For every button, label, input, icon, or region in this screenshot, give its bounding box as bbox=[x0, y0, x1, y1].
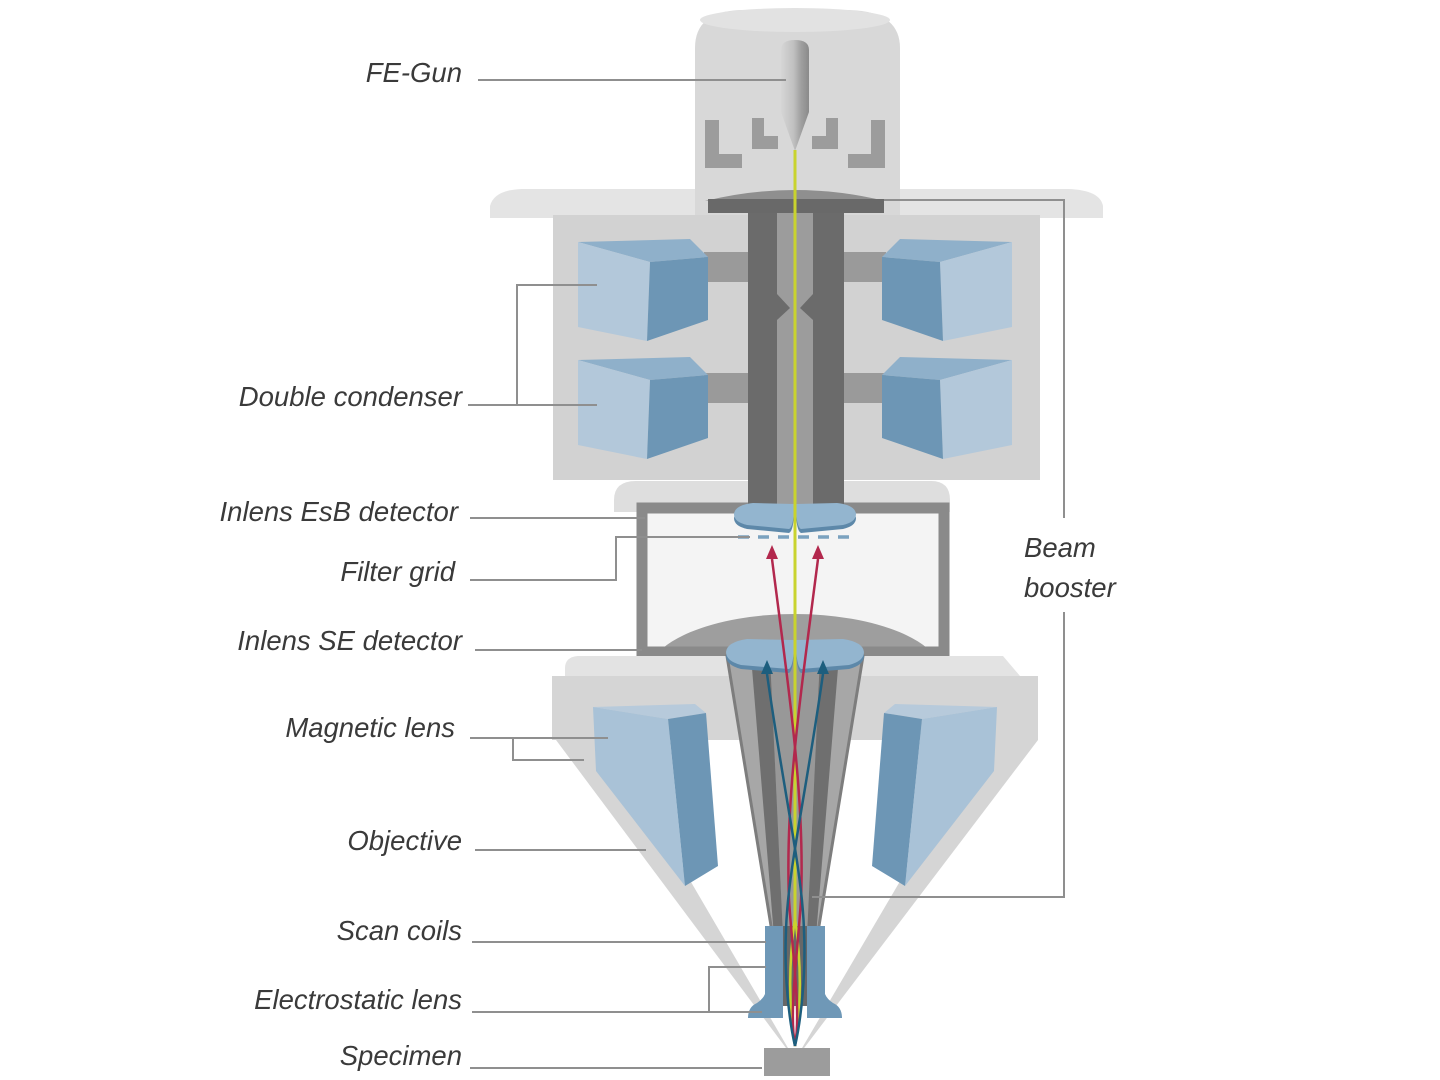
scan-coil-right bbox=[807, 926, 825, 1006]
label-scan-coils: Scan coils bbox=[336, 915, 462, 946]
leader-lines bbox=[468, 79, 1065, 1069]
cone-shell-right bbox=[795, 740, 1038, 1060]
condenser-bar-top-left bbox=[704, 252, 752, 282]
bse-arrowhead-right bbox=[812, 545, 824, 559]
magnetic-lens-right bbox=[872, 704, 997, 886]
label-specimen: Specimen bbox=[339, 1040, 462, 1071]
label-inlens-esb-detector: Inlens EsB detector bbox=[219, 496, 458, 527]
booster-wall-right bbox=[807, 656, 839, 936]
condenser-bar-bottom-left bbox=[704, 373, 752, 403]
magnetic-lens-left bbox=[593, 704, 718, 886]
bse-trajectory-left bbox=[770, 558, 803, 1047]
inlens-esb-detector bbox=[734, 503, 856, 533]
lens-box-side-face bbox=[647, 375, 708, 459]
condenser-lens-bottom-left bbox=[578, 357, 708, 459]
booster-wall-left bbox=[751, 656, 783, 936]
lens-box-front-face bbox=[940, 242, 1012, 341]
label-double-condenser: Double condenser bbox=[238, 381, 462, 412]
specimen-block bbox=[764, 1048, 830, 1076]
leader-beam-booster bbox=[812, 199, 1065, 898]
lens-box-side-face bbox=[882, 257, 943, 341]
se-trajectory-left bbox=[765, 673, 806, 1047]
bse-trajectory-right bbox=[787, 558, 820, 1047]
lens-box-side-face bbox=[647, 257, 708, 341]
magnet-top-face bbox=[884, 704, 997, 719]
se-arrowhead-right bbox=[817, 660, 829, 674]
gun-section bbox=[490, 8, 1103, 218]
anode-bracket-inner-left bbox=[752, 118, 778, 149]
gun-housing-crown bbox=[700, 8, 890, 32]
inlens-se-detector bbox=[726, 639, 864, 673]
lens-box-top-face bbox=[578, 357, 708, 380]
lens-box-top-face bbox=[578, 239, 708, 262]
magnet-front-face bbox=[593, 707, 685, 886]
lens-box-top-face bbox=[882, 239, 1012, 262]
bore-aperture-left bbox=[777, 294, 790, 320]
beam-paths bbox=[761, 150, 829, 1047]
condenser-lens-top-left bbox=[578, 239, 708, 341]
field-emitter-tip bbox=[781, 40, 809, 151]
label-inlens-se-detector: Inlens SE detector bbox=[237, 625, 462, 656]
condenser-bar-top-right bbox=[838, 252, 886, 282]
lens-box-front-face bbox=[940, 360, 1012, 459]
anode-bracket-outer-right bbox=[848, 120, 885, 168]
condenser-bar-bottom-right bbox=[838, 373, 886, 403]
magnet-front-face bbox=[905, 707, 997, 886]
condenser-lens-bottom-right bbox=[882, 357, 1012, 459]
cone-shell-left bbox=[556, 740, 795, 1060]
label-magnetic-lens: Magnetic lens bbox=[285, 712, 455, 743]
esb-wing-right bbox=[796, 503, 856, 529]
lens-box-side-face bbox=[882, 375, 943, 459]
label-filter-grid: Filter grid bbox=[340, 556, 455, 587]
se-arrowhead-left bbox=[761, 660, 773, 674]
condenser-lens-top-right bbox=[882, 239, 1012, 341]
electrostatic-lens-foot-right bbox=[807, 994, 842, 1018]
lens-box-front-face bbox=[578, 242, 650, 341]
magnet-top-face bbox=[593, 704, 706, 719]
se-wing-right bbox=[796, 639, 864, 669]
leader-filter-grid bbox=[470, 536, 750, 581]
anode-bracket-outer-left bbox=[705, 120, 742, 168]
scan-coil-left bbox=[765, 926, 783, 1006]
lens-box-top-face bbox=[882, 357, 1012, 380]
leader-electrostatic-lens bbox=[472, 966, 766, 1013]
se-trajectory-right bbox=[784, 673, 825, 1047]
leader-double-condenser bbox=[468, 284, 597, 406]
label-electrostatic-lens: Electrostatic lens bbox=[254, 984, 462, 1015]
se-wing-left bbox=[726, 639, 794, 669]
label-objective: Objective bbox=[347, 825, 462, 856]
lens-box-front-face bbox=[578, 360, 650, 459]
esb-wing-left bbox=[734, 503, 794, 529]
anode-bracket-inner-right bbox=[812, 118, 838, 149]
column-tip-assembly bbox=[748, 926, 842, 1076]
leader-magnetic-lens bbox=[470, 737, 608, 761]
label-fe-gun: FE-Gun bbox=[365, 57, 462, 88]
magnet-side-face bbox=[872, 713, 922, 886]
magnet-side-face bbox=[668, 713, 718, 886]
label-beam-booster: Beam booster bbox=[1024, 532, 1116, 603]
bse-arrowhead-left bbox=[766, 545, 778, 559]
bore-aperture-right bbox=[800, 294, 813, 320]
